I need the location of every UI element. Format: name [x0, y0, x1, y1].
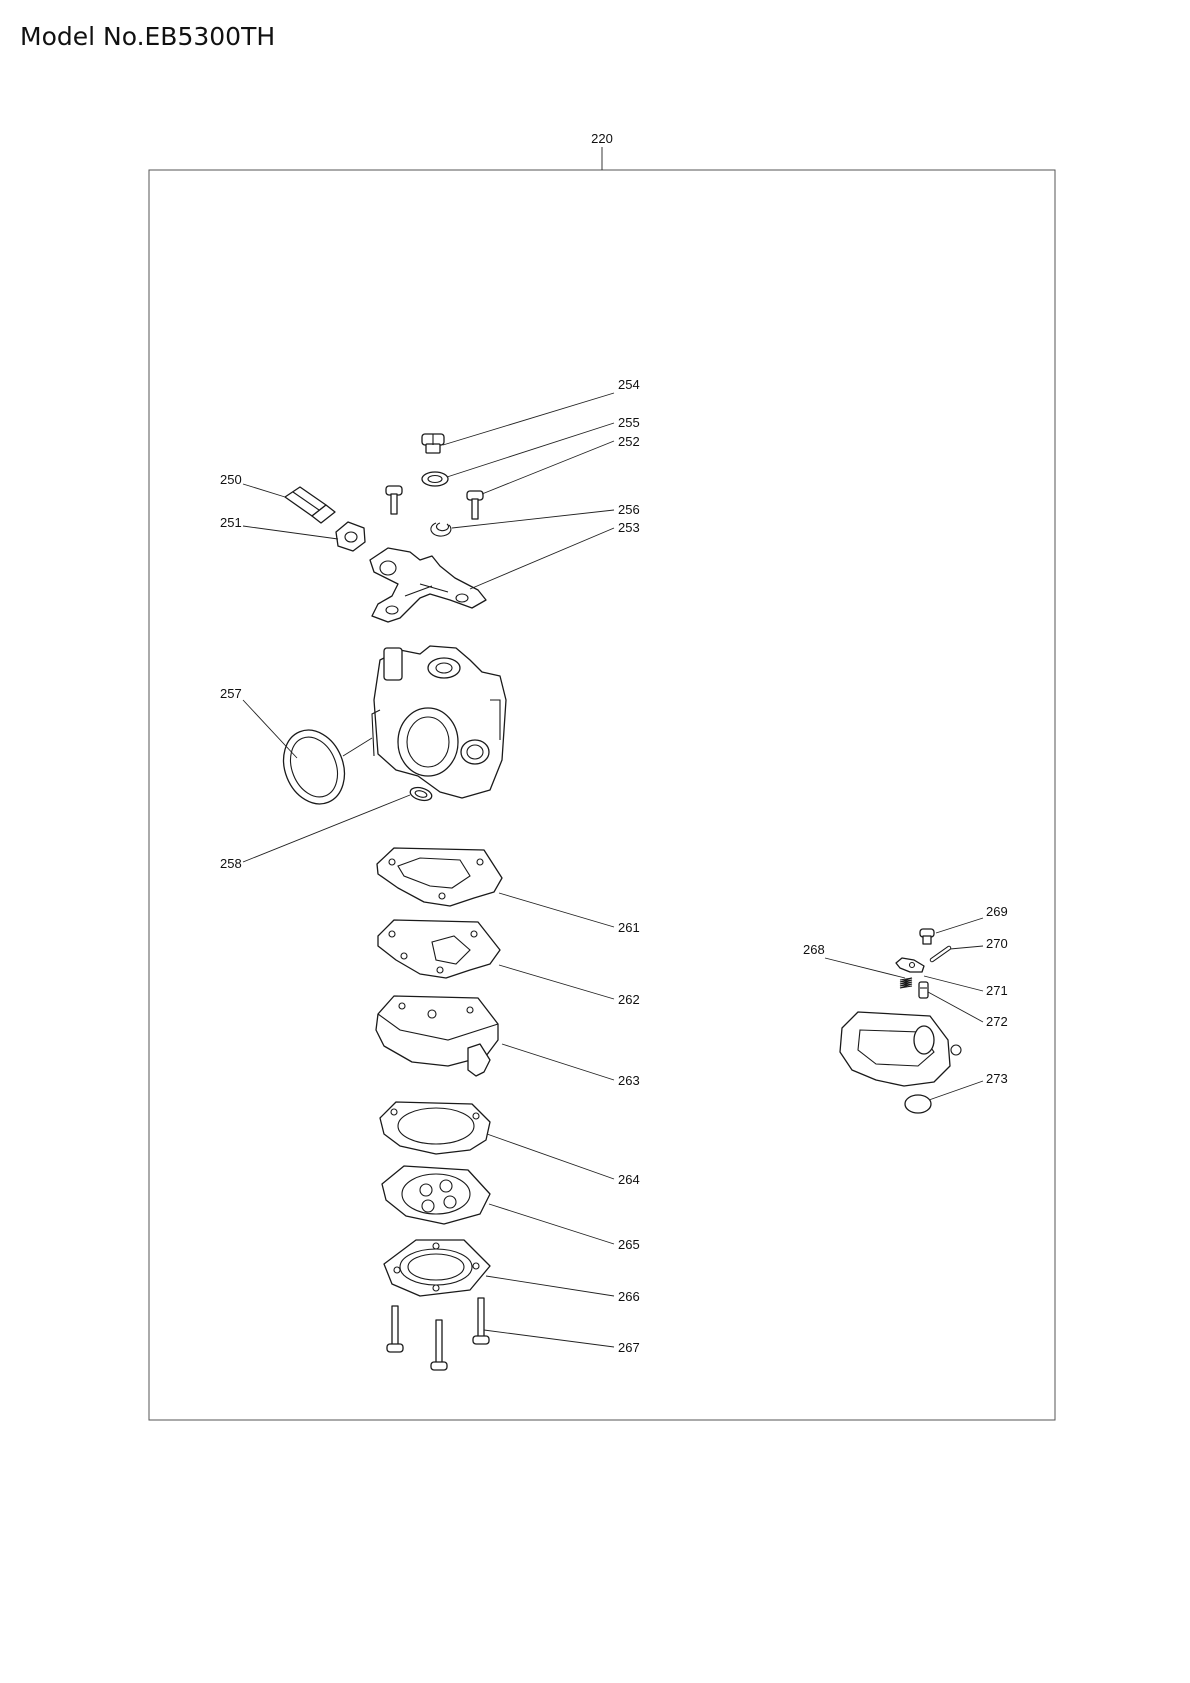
part-label-272: 272	[986, 1014, 1008, 1029]
leader-250	[242, 483, 286, 498]
part-label-261: 261	[618, 920, 640, 935]
leader-252	[481, 440, 615, 495]
part-label-270: 270	[986, 936, 1008, 951]
metering-body-drawing	[839, 1011, 962, 1087]
part-256-drawing	[430, 522, 452, 537]
part-270-drawing	[929, 945, 952, 963]
part-label-254: 254	[618, 377, 640, 392]
leader-267	[483, 1329, 615, 1348]
part-266-drawing	[383, 1239, 491, 1297]
leader-265	[488, 1203, 615, 1245]
part-257-drawing	[282, 729, 346, 805]
part-label-250: 250	[220, 472, 242, 487]
leader-262	[498, 964, 615, 1000]
leader-264	[486, 1133, 615, 1180]
part-253-drawing	[369, 547, 487, 623]
part-268-drawing	[899, 977, 913, 989]
assembly-frame	[148, 169, 1056, 1421]
part-258-drawing	[409, 786, 433, 802]
part-label-257: 257	[220, 686, 242, 701]
part-label-251: 251	[220, 515, 242, 530]
leader-body	[342, 737, 373, 757]
part-label-271: 271	[986, 983, 1008, 998]
part-269-drawing	[919, 928, 935, 945]
part-272-drawing	[918, 981, 929, 999]
leader-261	[498, 892, 615, 928]
part-262-drawing	[377, 919, 501, 979]
part-label-273: 273	[986, 1071, 1008, 1086]
leader-258	[242, 794, 411, 863]
part-label-252: 252	[618, 434, 640, 449]
part-label-262: 262	[618, 992, 640, 1007]
carburetor-body-drawing	[371, 645, 507, 799]
leader-257	[242, 699, 298, 759]
leader-270	[949, 945, 984, 950]
part-263-drawing	[375, 995, 499, 1077]
leader-255	[446, 422, 615, 478]
part-label-255: 255	[618, 415, 640, 430]
leader-253	[469, 527, 615, 590]
part-label-253: 253	[618, 520, 640, 535]
leader-266	[485, 1275, 615, 1297]
part-label-256: 256	[618, 502, 640, 517]
part-label-268: 268	[803, 942, 825, 957]
part-label-258: 258	[220, 856, 242, 871]
leader-271	[923, 975, 984, 992]
part-261-drawing	[376, 847, 503, 907]
leader-272	[927, 991, 984, 1023]
leader-254	[442, 392, 615, 446]
part-label-267: 267	[618, 1340, 640, 1355]
part-label-269: 269	[986, 904, 1008, 919]
part-label-265: 265	[618, 1237, 640, 1252]
leader-273	[928, 1080, 984, 1101]
leader-263	[501, 1043, 615, 1081]
part-251-drawing	[335, 521, 366, 552]
part-label-264: 264	[618, 1172, 640, 1187]
part-label-266: 266	[618, 1289, 640, 1304]
leader-269	[935, 917, 984, 934]
model-title: Model No.EB5300TH	[20, 22, 276, 51]
part-271-drawing	[895, 957, 925, 973]
assembly-ref-label: 220	[591, 131, 613, 146]
part-265-drawing	[381, 1165, 491, 1225]
part-254-drawing	[421, 433, 445, 454]
part-273-drawing	[904, 1094, 932, 1114]
leader-268	[824, 957, 906, 979]
part-264-drawing	[379, 1101, 491, 1155]
leader-256	[451, 509, 615, 529]
leader-251	[242, 525, 339, 540]
part-267-drawing	[386, 1297, 490, 1371]
part-255-drawing	[421, 471, 449, 487]
part-252-drawing	[385, 485, 484, 520]
part-label-263: 263	[618, 1073, 640, 1088]
part-250-drawing	[284, 486, 336, 524]
